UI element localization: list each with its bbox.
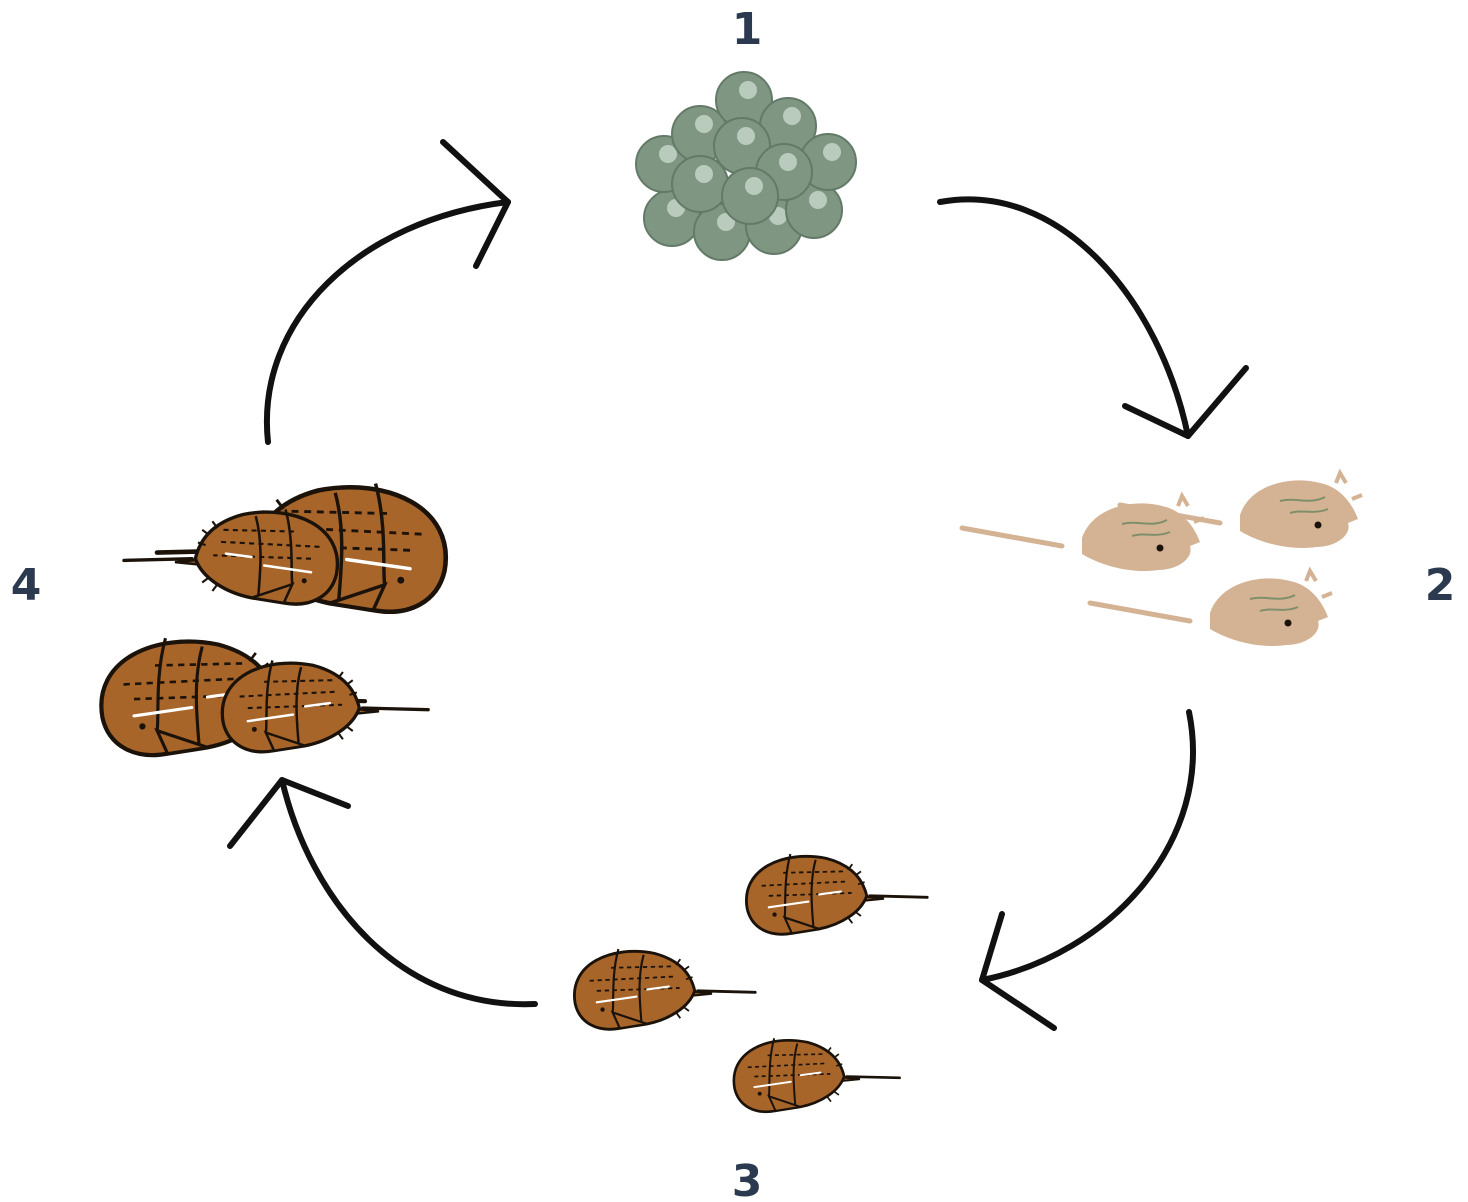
arrow-3-to-4 <box>230 780 535 1004</box>
juvenile-crabs-group <box>574 854 927 1112</box>
stage-label-2: 2 <box>1425 560 1456 611</box>
egg-highlight <box>779 153 797 171</box>
juvenile-crab <box>574 949 755 1029</box>
stage-label-4: 4 <box>11 560 42 611</box>
egg-highlight <box>659 145 677 163</box>
juvenile-crab <box>734 1038 900 1112</box>
stage-label-3: 3 <box>732 1156 763 1202</box>
juvenile-crab <box>746 854 927 934</box>
egg <box>722 168 778 224</box>
larvae-group <box>962 473 1362 646</box>
adult-crabs-group <box>101 484 445 756</box>
egg-highlight <box>823 143 841 161</box>
arrow-2-to-3 <box>982 712 1193 1028</box>
arrow-4-to-1 <box>267 142 508 442</box>
egg <box>672 156 728 212</box>
egg-highlight <box>745 177 763 195</box>
larva <box>962 496 1204 571</box>
egg-highlight <box>783 107 801 125</box>
egg-highlight <box>809 191 827 209</box>
egg-cluster <box>636 72 856 260</box>
egg-highlight <box>695 115 713 133</box>
egg-highlight <box>737 127 755 145</box>
adult-crab <box>124 509 337 604</box>
stage-label-1: 1 <box>732 4 763 55</box>
arrow-1-to-2 <box>940 199 1246 436</box>
larva <box>1090 571 1332 646</box>
egg-highlight <box>739 81 757 99</box>
egg-highlight <box>695 165 713 183</box>
adult-crab <box>222 660 428 751</box>
